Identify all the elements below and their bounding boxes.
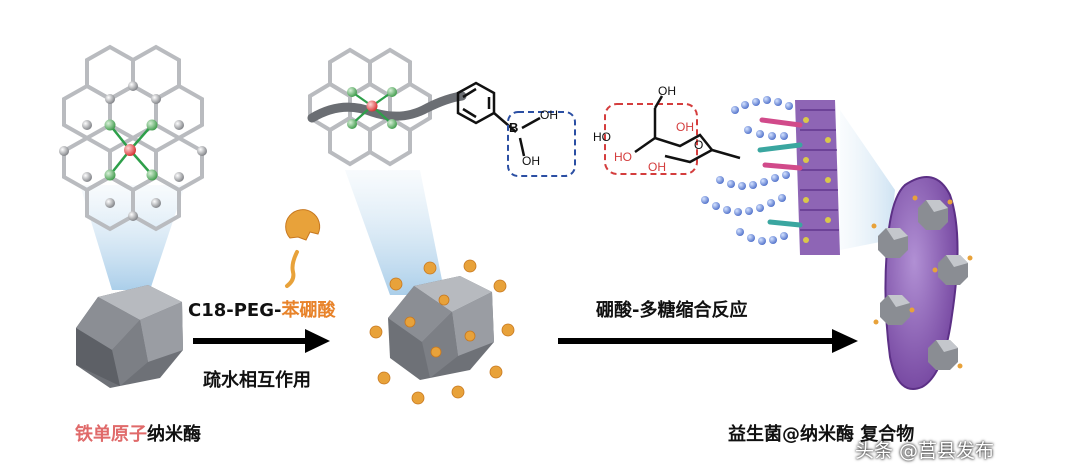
sugar-highlight-box [604, 103, 698, 175]
sugar-oh-mid: OH [648, 160, 666, 174]
boron-label: B [509, 120, 519, 135]
step1-condition-label: 疏水相互作用 [203, 370, 311, 391]
c18-peg-boronic-icon [285, 209, 321, 288]
nanozyme-crystal-1 [76, 285, 183, 388]
start-label-red: 铁单原子 [75, 424, 147, 445]
pyranose-sugar [634, 95, 741, 164]
nanozyme-ligand-dots [871, 195, 973, 369]
phenylboronic-acid [456, 81, 541, 157]
boronic-oh-2: OH [522, 154, 540, 168]
single-atom-lattice-2 [307, 47, 467, 295]
arrow-step-1 [193, 329, 330, 353]
sugar-ring-o: O [694, 138, 704, 152]
step2-label: 硼酸-多糖缩合反应 [596, 300, 748, 321]
watermark-text: 头条 @莒县发布 [855, 440, 995, 462]
boronic-highlight-box [507, 111, 576, 177]
reagent-label: C18-PEG-苯硼酸 [188, 296, 335, 322]
cell-membrane-zoom [795, 100, 895, 255]
product-label: 益生菌@纳米酶 复合物 [728, 424, 915, 445]
sugar-oh-right: OH [676, 120, 694, 134]
membrane-proteins [757, 117, 803, 228]
arrow-step-2 [558, 329, 858, 353]
reagent-suffix: 苯硼酸 [281, 300, 336, 321]
start-label-black: 纳米酶 [147, 424, 201, 445]
reagent-prefix: C18-PEG- [188, 300, 282, 321]
boronic-oh-1: OH [540, 108, 558, 122]
sugar-ho-left: HO [593, 130, 611, 144]
attached-ligands [369, 259, 515, 405]
nanozyme-crystal-2 [388, 276, 494, 380]
attached-nanozymes [878, 200, 968, 370]
polysaccharide-chains [701, 96, 793, 245]
single-atom-lattice-1 [59, 44, 207, 290]
sugar-oh-top: OH [658, 84, 676, 98]
sugar-ho-bottom: HO [614, 150, 632, 164]
start-material-label: 铁单原子纳米酶 [75, 420, 201, 446]
